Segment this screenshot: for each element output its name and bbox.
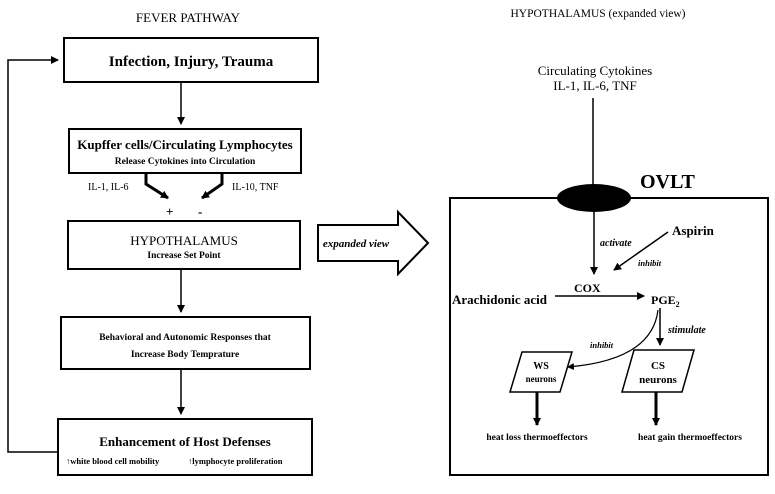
circulating-cytokines-label: Circulating Cytokines [538, 63, 652, 78]
fever-pathway-heading: FEVER PATHWAY [136, 10, 241, 25]
host-defenses-title: Enhancement of Host Defenses [99, 434, 271, 449]
infection-box [63, 37, 319, 83]
expanded-view-label: expanded view [323, 238, 390, 250]
cs-neurons-label: neurons [639, 374, 677, 386]
expanded-view-arrow [317, 209, 430, 277]
minus-sign: - [198, 204, 202, 219]
cs-label: CS [651, 360, 665, 372]
heat-gain-label: heat gain thermoeffectors [638, 433, 742, 443]
ovlt-ellipse [557, 184, 631, 212]
feedback-loop-arrow [7, 56, 59, 453]
responses-box [60, 316, 311, 370]
aspirin-inhibit-arrow [613, 231, 669, 271]
hypothalamus-box-title: HYPOTHALAMUS [130, 233, 238, 248]
cox-label: COX [574, 281, 601, 295]
plus-sign: + [166, 204, 173, 219]
kupffer-box-subtitle: Release Cytokines into Circulation [115, 157, 256, 167]
heat-loss-label: heat loss thermoeffectors [486, 433, 588, 443]
pge2-label: PGE2 [651, 293, 680, 309]
ws-neurons-box [508, 351, 574, 393]
inhibit-ws-label: inhibit [590, 340, 614, 350]
hypothalamus-box [67, 220, 301, 270]
aspirin-inhibit-label: inhibit [638, 258, 662, 268]
hypothalamus-expanded-heading: HYPOTHALAMUS (expanded view) [510, 8, 685, 20]
stimulate-label: stimulate [667, 325, 706, 336]
responses-box-line2: Increase Body Temprature [131, 350, 239, 360]
label-il1-il6: IL-1, IL-6 [88, 182, 129, 193]
inhibit-ws-arrow [567, 309, 659, 370]
host-defenses-box [57, 418, 313, 476]
aspirin-label: Aspirin [672, 223, 715, 238]
activate-label: activate [600, 238, 632, 249]
arrow-anti-inflammatory [201, 174, 224, 200]
arachidonic-acid-label: Arachidonic acid [452, 292, 548, 307]
infection-box-label: Infection, Injury, Trauma [109, 54, 274, 70]
cs-neurons-box [621, 349, 695, 393]
cytokines-list-label: IL-1, IL-6, TNF [553, 78, 637, 93]
responses-box-line1: Behavioral and Autonomic Responses that [99, 333, 271, 343]
kupffer-box-title: Kupffer cells/Circulating Lymphocytes [77, 137, 292, 152]
ws-neurons-label: neurons [526, 374, 557, 384]
hypothalamus-box-subtitle: Increase Set Point [147, 251, 221, 261]
ovlt-label: OVLT [640, 171, 696, 193]
label-il10-tnf: IL-10, TNF [232, 182, 279, 193]
arrow-pro-inflammatory [144, 174, 169, 200]
ws-label: WS [533, 361, 549, 372]
lymphocyte-proliferation-label: ↑lymphocyte proliferation [188, 456, 283, 466]
kupffer-box [68, 128, 302, 174]
wbc-mobility-label: ↑white blood cell mobility [66, 456, 160, 466]
